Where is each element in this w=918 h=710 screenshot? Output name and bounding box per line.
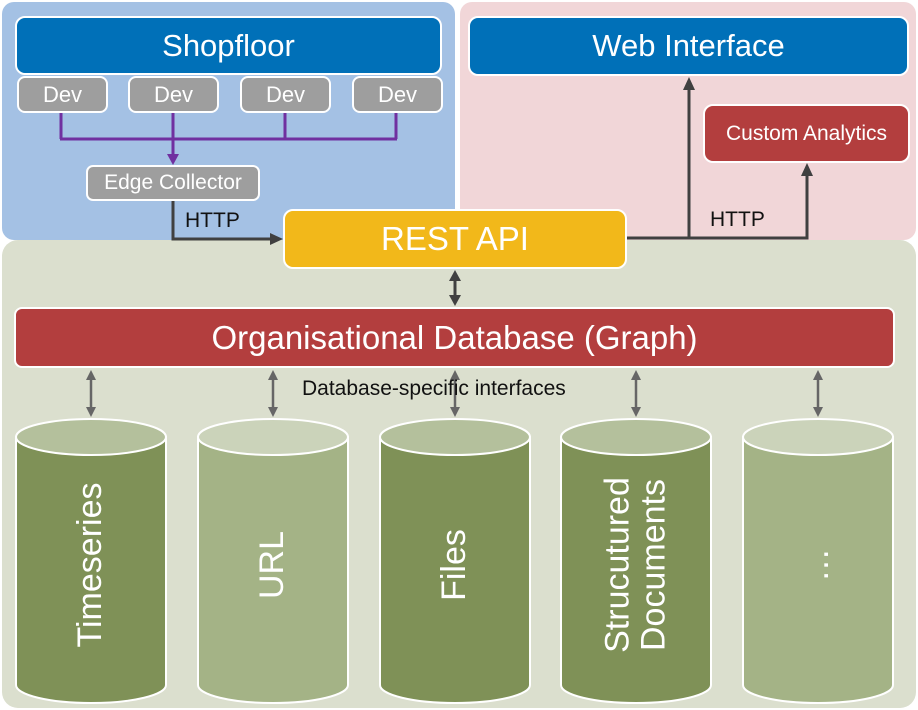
edge-to-api-arrow (171, 201, 283, 245)
device-bus (59, 112, 398, 160)
db-interface-arrows (86, 370, 823, 417)
interface-arrow (631, 370, 641, 417)
cylinder-label: Timeseries (71, 482, 110, 648)
cylinder-body (197, 436, 349, 704)
organisational-database-box[interactable]: Organisational Database (Graph) (14, 307, 895, 368)
interface-arrow (268, 370, 278, 417)
cylinder-label: Files (435, 529, 474, 601)
device-box[interactable]: Dev (128, 76, 219, 113)
edge-collector-box[interactable]: Edge Collector (86, 165, 260, 201)
storage-cylinder[interactable] (379, 418, 531, 704)
storage-cylinder[interactable] (560, 418, 712, 704)
interface-arrow (86, 370, 96, 417)
api-to-web-arrows (627, 77, 813, 240)
cylinder-body (742, 436, 894, 704)
storage-cylinder[interactable] (15, 418, 167, 704)
cylinder-lid (197, 418, 349, 456)
cylinder-body (560, 436, 712, 704)
storage-cylinder[interactable] (742, 418, 894, 704)
cylinder-label: Strucutured Documents (598, 477, 672, 653)
cylinder-body (15, 436, 167, 704)
cylinder-lid (379, 418, 531, 456)
device-box[interactable]: Dev (240, 76, 331, 113)
api-db-arrow (449, 270, 461, 306)
database-interfaces-label: Database-specific interfaces (302, 377, 566, 400)
cylinder-body (379, 436, 531, 704)
interface-arrow (450, 370, 460, 417)
shopfloor-box[interactable]: Shopfloor (15, 16, 442, 75)
cylinder-lid (15, 418, 167, 456)
http-label-shopfloor: HTTP (185, 209, 240, 232)
device-box[interactable]: Dev (352, 76, 443, 113)
device-box[interactable]: Dev (17, 76, 108, 113)
cylinder-label: … (798, 548, 837, 582)
http-label-web: HTTP (710, 208, 765, 231)
interface-arrow (813, 370, 823, 417)
bus-arrowhead-icon (167, 154, 179, 165)
custom-analytics-box[interactable]: Custom Analytics (703, 104, 910, 163)
storage-cylinders (15, 418, 894, 704)
web-interface-box[interactable]: Web Interface (468, 16, 909, 76)
cylinder-lid (560, 418, 712, 456)
cylinder-lid (742, 418, 894, 456)
rest-api-box[interactable]: REST API (283, 209, 627, 269)
storage-cylinder[interactable] (197, 418, 349, 704)
cylinder-label: URL (253, 530, 292, 600)
